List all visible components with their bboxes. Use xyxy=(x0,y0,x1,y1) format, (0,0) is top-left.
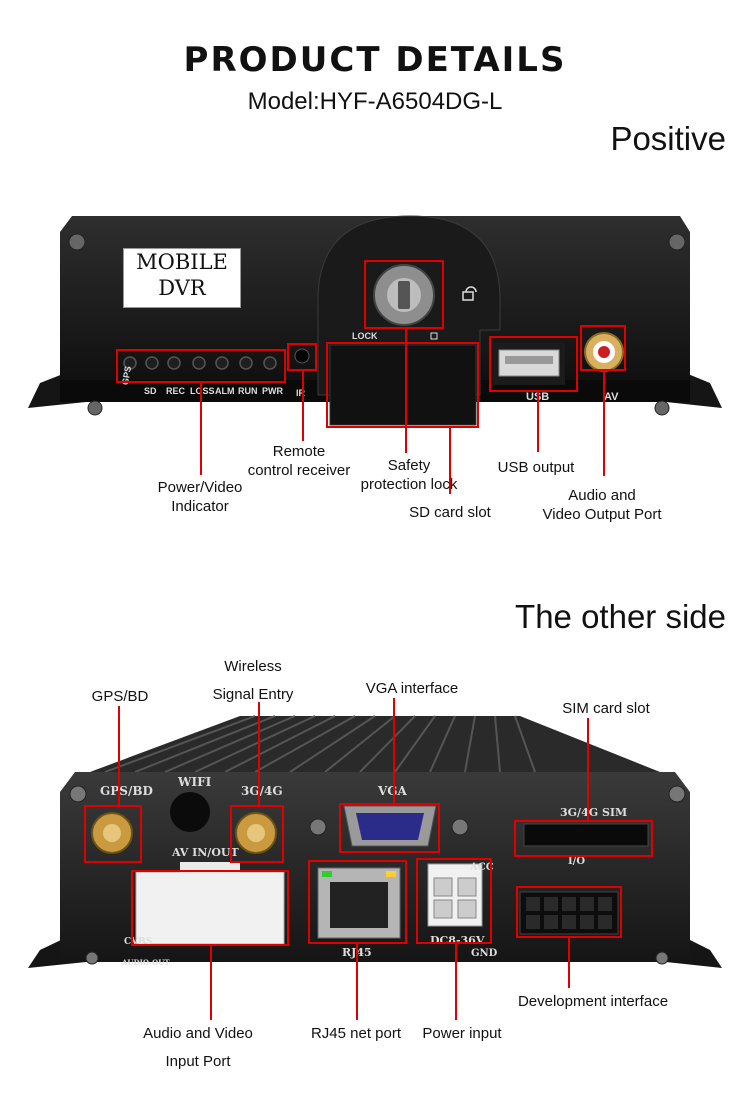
panel-label-av-inout: AV IN/OUT xyxy=(172,846,239,859)
sd-highlight xyxy=(326,342,479,428)
callout-gps: GPS/BD xyxy=(91,688,149,705)
callout-wireless: Wireless Signal Entry xyxy=(212,658,294,703)
mobile-dvr-badge: MOBILE DVR xyxy=(123,248,241,308)
callout-indicator: Power/Video Indicator xyxy=(157,479,243,515)
lock-highlight xyxy=(364,260,444,329)
indicator-highlight xyxy=(116,349,286,383)
led-label-sd: SD xyxy=(144,386,157,396)
rear-device-image xyxy=(0,700,750,990)
model-number: Model:HYF-A6504DG-L xyxy=(247,88,503,115)
panel-label-vga: VGA xyxy=(378,784,407,798)
callout-sd: SD card slot xyxy=(409,504,491,521)
callout-rj45: RJ45 net port xyxy=(310,1025,402,1042)
led-label-pwr: PWR xyxy=(262,386,283,396)
callout-usb: USB output xyxy=(497,459,575,476)
rj45-highlight xyxy=(308,860,407,944)
usb-highlight xyxy=(489,336,578,392)
led-label-rec: REC xyxy=(166,386,186,396)
panel-label-io: I/O xyxy=(568,856,586,867)
ir-label: IR xyxy=(296,388,305,398)
callout-audio-in: Audio and Video Input Port xyxy=(143,1025,253,1070)
av-label: AV xyxy=(604,391,619,403)
led-label-row: GPS SD REC LOSS ALM RUN PWR xyxy=(118,365,288,414)
led-label-alm: ALM xyxy=(215,386,235,396)
led-label-loss: LOSS xyxy=(190,386,215,396)
wireless-highlight xyxy=(230,805,284,863)
led-label-run: RUN xyxy=(238,386,258,396)
panel-label-sim: 3G/4G SIM xyxy=(560,806,628,819)
vga-highlight xyxy=(339,803,440,853)
sim-highlight xyxy=(514,820,653,857)
panel-label-gnd: GND xyxy=(471,948,498,959)
lock-label: LOCK xyxy=(352,331,378,341)
other-side-heading: The other side xyxy=(515,598,726,635)
badge-line-2: DVR xyxy=(158,276,206,300)
gps-highlight xyxy=(84,805,142,863)
av-in-highlight xyxy=(131,870,289,946)
dev-highlight xyxy=(516,886,622,938)
badge-line-1: MOBILE xyxy=(136,250,228,274)
callout-dev: Development interface xyxy=(517,993,669,1010)
callout-vga: VGA interface xyxy=(365,680,459,697)
panel-label-gps: GPS/BD xyxy=(100,784,153,798)
callout-audio-out: Audio and Video Output Port xyxy=(542,487,662,523)
panel-label-audio-out: AUDIO-OUT xyxy=(122,958,170,967)
power-highlight xyxy=(416,858,492,944)
ir-highlight xyxy=(287,343,317,371)
callout-power: Power input xyxy=(422,1025,502,1042)
panel-label-wifi: WIFI xyxy=(178,775,212,789)
callout-remote: Remote control receiver xyxy=(247,443,351,479)
callout-safety: Safety protection lock xyxy=(360,457,458,493)
panel-label-3g4g: 3G/4G xyxy=(241,784,283,798)
positive-heading: Positive xyxy=(610,120,726,157)
panel-label-cvbs: CVBS xyxy=(124,937,153,947)
callout-sim: SIM card slot xyxy=(562,700,650,717)
panel-label-acc: ACC xyxy=(470,862,494,873)
av-highlight xyxy=(580,325,626,371)
page-title: PRODUCT DETAILS xyxy=(183,40,567,80)
